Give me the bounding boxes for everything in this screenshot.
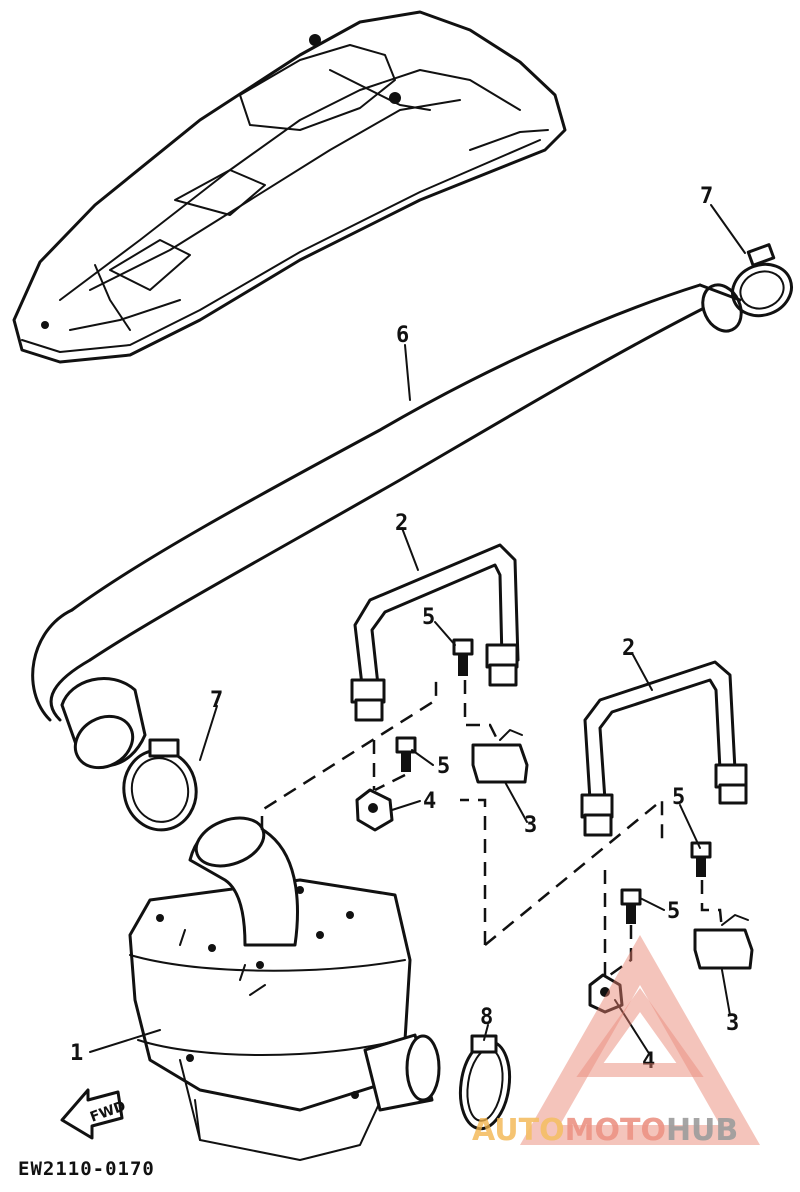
hose-end-cuff bbox=[60, 676, 147, 770]
strap-right bbox=[580, 660, 748, 837]
callout-4-right: 4 bbox=[642, 1049, 655, 1074]
callout-6: 6 bbox=[396, 323, 409, 348]
watermark-logo: AUTOMOTOHUB bbox=[472, 935, 760, 1148]
bracket-right bbox=[588, 973, 624, 1014]
callout-2-left: 2 bbox=[395, 511, 408, 536]
assembly-lines bbox=[260, 680, 724, 980]
watermark-part-hub: HUB bbox=[666, 1113, 738, 1148]
watermark-text: AUTOMOTOHUB bbox=[472, 1113, 738, 1148]
bolt-1 bbox=[452, 638, 474, 676]
leader-lines bbox=[89, 204, 746, 1056]
callout-3-left: 3 bbox=[524, 813, 537, 838]
drawing-code: EW2110-0170 bbox=[18, 1158, 155, 1180]
clamp-upper bbox=[731, 243, 793, 318]
block-right bbox=[693, 914, 754, 970]
clamp-outlet bbox=[458, 1034, 512, 1131]
strap-left bbox=[350, 543, 520, 722]
callout-1: 1 bbox=[70, 1041, 83, 1066]
callout-4-left: 4 bbox=[423, 789, 436, 814]
callouts: 7 6 2 5 2 7 5 4 3 5 5 8 3 4 1 bbox=[70, 184, 739, 1074]
callout-8: 8 bbox=[480, 1005, 493, 1030]
callout-5-a: 5 bbox=[422, 605, 435, 630]
hose bbox=[31, 283, 743, 722]
forward-direction-arrow: FWD bbox=[60, 1088, 128, 1140]
bracket-left bbox=[355, 788, 394, 832]
callout-2-right: 2 bbox=[622, 636, 635, 661]
bolt-2 bbox=[395, 736, 417, 772]
clamp-lower bbox=[122, 738, 198, 832]
watermark-part-moto: MOTO bbox=[565, 1113, 666, 1148]
watercraft-hull bbox=[12, 10, 567, 364]
watermark-triangle-icon bbox=[520, 935, 760, 1145]
callout-7-lower: 7 bbox=[210, 688, 223, 713]
muffler-box bbox=[128, 816, 441, 1161]
callout-5-c: 5 bbox=[672, 785, 685, 810]
callout-5-d: 5 bbox=[667, 899, 680, 924]
bolt-3 bbox=[690, 841, 712, 877]
watermark-part-auto: AUTO bbox=[472, 1113, 565, 1148]
callout-7-upper: 7 bbox=[700, 184, 713, 209]
bolt-4 bbox=[620, 888, 642, 924]
block-left bbox=[471, 729, 529, 784]
callout-3-right: 3 bbox=[726, 1011, 739, 1036]
callout-5-b: 5 bbox=[437, 754, 450, 779]
